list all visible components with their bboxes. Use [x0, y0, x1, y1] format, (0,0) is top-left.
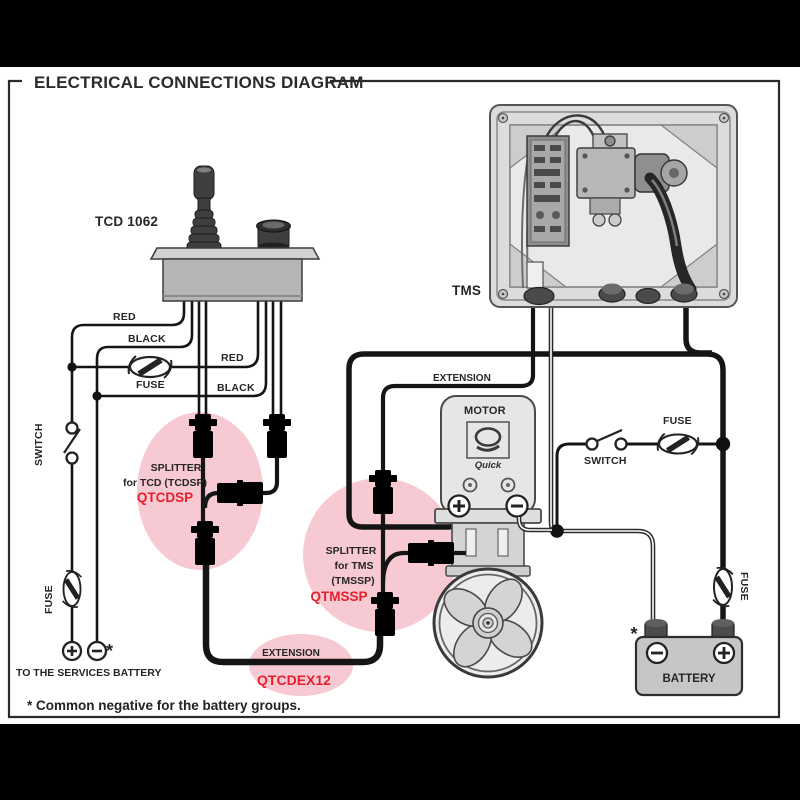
services-asterisk: * — [106, 641, 113, 661]
junction-dot — [550, 524, 564, 538]
tcd-splitter-line2: for TCD (TCDSP) — [123, 477, 207, 489]
red-label-left: RED — [113, 311, 136, 323]
tms-splitter-line3: (TMSSP) — [331, 575, 374, 587]
tcd-splitter-top-connector — [189, 414, 217, 458]
tms-splitter-line2: for TMS — [334, 560, 373, 572]
junction-dot — [67, 362, 77, 372]
red-fused-branch — [72, 300, 260, 369]
tcd-splitter-highlight — [137, 412, 263, 570]
tms-splitter-highlight — [303, 478, 457, 632]
tms-splitter-top-connector — [369, 470, 397, 514]
battery-label: BATTERY — [662, 673, 715, 685]
left-fuse-symbol — [129, 356, 172, 378]
tms-grommets — [523, 283, 698, 306]
extension-label: EXTENSION — [262, 648, 320, 659]
tms-splitter-bottom-connector — [371, 592, 399, 636]
left-vertical-fuse-label: FUSE — [43, 585, 55, 614]
tms-right-cable — [683, 307, 712, 356]
right-switch-label: SWITCH — [584, 455, 627, 467]
quick-logo-text: Quick — [475, 460, 502, 471]
battery-plus-terminal — [712, 641, 736, 665]
thruster-propeller — [432, 567, 544, 679]
right-switch-branch: SWITCH FUSE — [550, 415, 731, 538]
red-label-mid: RED — [221, 352, 244, 364]
black-branch — [97, 300, 268, 398]
black-label-left: BLACK — [128, 333, 166, 345]
motor-plus-terminal — [447, 494, 471, 518]
tms-circuit-board — [526, 135, 570, 289]
services-battery-circuit: SWITCH FUSE FUSE * TO THE SERVICES BATTE… — [16, 300, 283, 679]
battery-minus-terminal — [645, 641, 669, 665]
left-switch-symbol — [63, 421, 81, 465]
quick-logo: Quick — [466, 421, 510, 471]
switch-branch-wire — [555, 442, 586, 525]
corner-screws — [497, 112, 730, 300]
battery: * BATTERY — [630, 619, 744, 697]
left-switch-label: SWITCH — [33, 423, 45, 466]
tcd-splitter: SPLITTER for TCD (TCDSP) QTCDSP — [123, 414, 291, 565]
black-wire-left — [95, 300, 194, 641]
red-wire-left — [70, 300, 186, 423]
tcd-top-flange — [149, 247, 321, 260]
tms-solenoid — [576, 133, 688, 227]
tms-splitter: SPLITTER for TMS (TMSSP) QTMSSP — [310, 470, 466, 636]
junction-dot — [92, 391, 102, 401]
tms-splitter-mid-connector — [408, 540, 454, 566]
black-label-mid: BLACK — [217, 382, 255, 394]
tcd-splitter-line1: SPLITTER — [151, 462, 202, 474]
tms-label: TMS — [452, 283, 481, 298]
extension-heavy-wire — [202, 562, 384, 666]
tms-extension-cable — [380, 307, 536, 472]
joystick — [186, 165, 222, 253]
right-vertical-fuse-label: FUSE — [738, 572, 750, 601]
services-minus-terminal — [86, 640, 108, 662]
left-fuse-label: FUSE — [136, 379, 165, 391]
tcd-body — [162, 258, 303, 302]
motor-pedestal — [451, 522, 525, 570]
right-fuse-symbol — [658, 434, 699, 455]
extension-callout: EXTENSION QTCDEX12 — [257, 648, 331, 688]
footnote: * Common negative for the battery groups… — [27, 698, 301, 713]
motor-label: MOTOR — [464, 405, 506, 417]
battery-asterisk: * — [630, 624, 637, 644]
tms-splitter-branch — [380, 550, 410, 585]
left-vertical-fuse-symbol — [63, 571, 82, 607]
bottom-letterbox-band — [0, 724, 800, 800]
services-plus-terminal — [61, 640, 83, 662]
tms-splitter-code: QTMSSP — [310, 589, 367, 604]
extension-code: QTCDEX12 — [257, 672, 331, 688]
motor-minus-terminal — [505, 494, 529, 518]
tms-splitter-line1: SPLITTER — [326, 545, 377, 557]
tcd-joystick-unit: TCD 1062 — [95, 165, 321, 302]
right-fuse-label: FUSE — [663, 415, 692, 427]
tcd-splitter-bottom-connector — [191, 521, 219, 565]
page-title: ELECTRICAL CONNECTIONS DIAGRAM — [34, 73, 364, 92]
tms-box: TMS — [452, 104, 738, 308]
tcd-splitter-branch-up — [262, 458, 280, 496]
wires-to-tcd-splitter — [197, 300, 208, 420]
diagram-frame — [7, 79, 781, 719]
right-vertical-fuse-symbol — [713, 568, 733, 606]
wires-to-white-connector — [271, 300, 283, 420]
right-switch-symbol — [585, 428, 628, 451]
tcd-splitter-branch — [202, 490, 219, 509]
extension-run-label: EXTENSION — [433, 373, 491, 384]
junction-dot — [715, 436, 731, 452]
tcd-splitter-code: QTCDSP — [137, 490, 193, 505]
tcd-label: TCD 1062 — [95, 214, 158, 229]
tcd-white-connector — [263, 414, 291, 458]
button-knob — [256, 219, 291, 252]
top-letterbox-band — [0, 0, 800, 67]
tcd-splitter-mid-connector — [217, 480, 263, 506]
services-battery-note: TO THE SERVICES BATTERY — [16, 667, 161, 679]
